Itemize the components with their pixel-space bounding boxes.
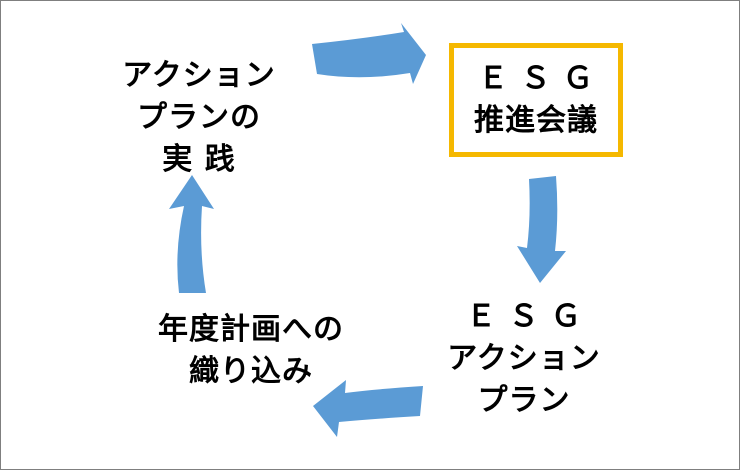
node-esg-action-plan-line-2: アクション bbox=[447, 341, 601, 376]
node-action-plan-practice-line-1: アクション bbox=[122, 58, 276, 93]
node-esg-action-plan-line-3: プラン bbox=[477, 383, 571, 418]
arrow-plan-to-budget bbox=[313, 380, 423, 437]
node-esg-meeting: Ｅ Ｓ Ｇ 推進会議 bbox=[449, 43, 623, 157]
node-esg-meeting-line-2: 推進会議 bbox=[474, 103, 598, 138]
node-action-plan-practice-line-2: プランの bbox=[137, 100, 261, 135]
node-annual-plan-integration-line-2: 織り込み bbox=[189, 354, 313, 389]
arrow-budget-to-practice bbox=[169, 175, 214, 293]
node-esg-action-plan-line-1: Ｅ Ｓ Ｇ bbox=[466, 299, 582, 334]
arrow-meeting-to-plan bbox=[517, 176, 566, 283]
node-annual-plan-integration-line-1: 年度計画への bbox=[158, 312, 344, 347]
node-action-plan-practice-line-3: 実 践 bbox=[162, 142, 236, 177]
node-esg-meeting-line-1: Ｅ Ｓ Ｇ bbox=[478, 61, 594, 96]
node-action-plan-practice: アクション プランの 実 践 bbox=[101, 51, 297, 185]
node-esg-action-plan: Ｅ Ｓ Ｇ アクション プラン bbox=[419, 291, 629, 427]
node-annual-plan-integration: 年度計画への 織り込み bbox=[131, 306, 371, 396]
arrow-practice-to-meeting bbox=[312, 23, 426, 84]
